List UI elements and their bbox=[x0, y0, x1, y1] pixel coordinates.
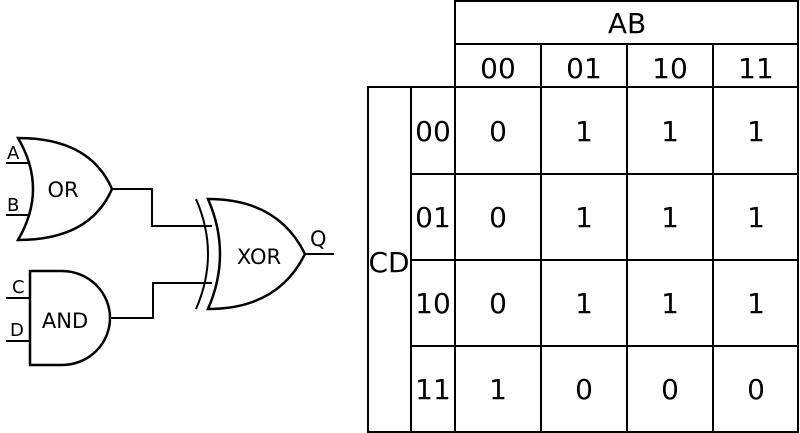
kmap-cell: 1 bbox=[575, 115, 593, 148]
kmap-col-var: AB bbox=[608, 7, 646, 40]
kmap-cell: 1 bbox=[489, 373, 507, 406]
kmap-cell: 0 bbox=[489, 287, 507, 320]
kmap-cell: 1 bbox=[747, 201, 765, 234]
and-gate-label: AND bbox=[42, 309, 88, 333]
or-gate-label: OR bbox=[47, 178, 78, 202]
kmap-cell: 1 bbox=[661, 115, 679, 148]
karnaugh-map: AB 00 01 10 11 CD 00 01 10 11 0 1 1 1 bbox=[367, 0, 799, 433]
kmap-cell: 1 bbox=[747, 115, 765, 148]
kmap-cell: 0 bbox=[489, 201, 507, 234]
kmap-cell: 1 bbox=[575, 201, 593, 234]
input-label-b: B bbox=[7, 195, 19, 216]
kmap-col-label: 01 bbox=[566, 52, 602, 85]
kmap-cell: 1 bbox=[661, 287, 679, 320]
kmap-col-label: 00 bbox=[480, 52, 516, 85]
or-gate bbox=[15, 136, 114, 242]
or-to-xor-wire bbox=[112, 188, 212, 227]
kmap-row-label: 00 bbox=[415, 115, 451, 148]
kmap-row-label: 11 bbox=[415, 373, 451, 406]
kmap-cell: 1 bbox=[661, 201, 679, 234]
kmap-row-label: 10 bbox=[415, 287, 451, 320]
kmap-cell: 1 bbox=[747, 287, 765, 320]
logic-circuit: A B C D OR AND XOR Q bbox=[6, 136, 334, 367]
and-gate bbox=[28, 269, 112, 367]
and-to-xor-wire bbox=[110, 282, 212, 319]
xor-gate bbox=[206, 197, 307, 311]
kmap-cell: 0 bbox=[661, 373, 679, 406]
input-label-a: A bbox=[7, 143, 20, 164]
output-label: Q bbox=[310, 227, 327, 251]
kmap-cell: 0 bbox=[575, 373, 593, 406]
input-label-c: C bbox=[12, 277, 25, 298]
kmap-cell: 1 bbox=[575, 287, 593, 320]
input-label-d: D bbox=[10, 320, 24, 341]
kmap-cell: 0 bbox=[747, 373, 765, 406]
kmap-col-label: 10 bbox=[652, 52, 688, 85]
kmap-col-label: 11 bbox=[738, 52, 774, 85]
kmap-row-label: 01 bbox=[415, 201, 451, 234]
kmap-cell: 0 bbox=[489, 115, 507, 148]
kmap-row-var: CD bbox=[368, 246, 409, 279]
xor-gate-label: XOR bbox=[237, 245, 281, 269]
xor-gate-input-arc bbox=[195, 198, 209, 310]
